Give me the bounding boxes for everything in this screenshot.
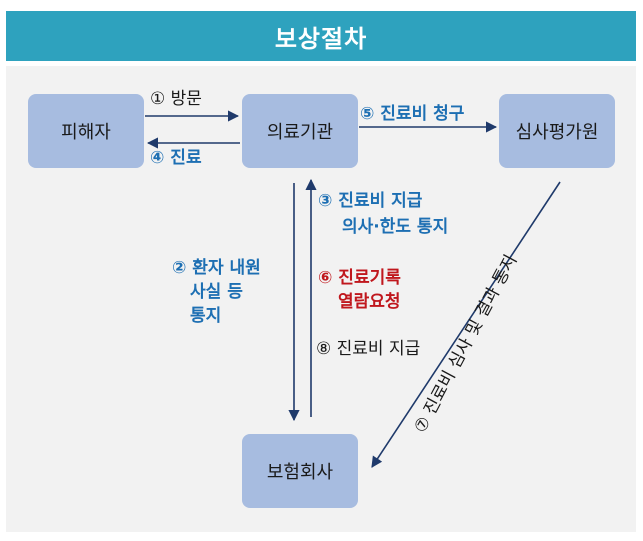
step2-label-line2: 사실 등 [190,282,243,302]
step2-label-line1: ② 환자 내원 [172,258,261,278]
node-victim-label: 피해자 [61,122,111,143]
node-insurer-label: 보험회사 [266,462,334,483]
step1-label: ① 방문 [150,89,202,109]
step8-label: ⑧ 진료비 지급 [316,339,421,359]
step2-label-line3: 통지 [190,306,222,326]
node-victim: 피해자 [28,94,144,168]
node-hospital-label: 의료기관 [266,122,334,143]
arrow-review-to-insurer [371,181,561,468]
node-review-agency-label: 심사평가원 [515,122,599,143]
page-title: 보상절차 [274,24,368,53]
node-review-agency: 심사평가원 [499,94,615,168]
step5-label: ⑤ 진료비 청구 [360,104,465,124]
step6-label-line1: ⑥ 진료기록 [318,268,401,288]
node-hospital: 의료기관 [242,94,358,168]
title-bar: 보상절차 [6,11,636,61]
node-insurer: 보험회사 [242,434,358,508]
step6-label-line2: 열람요청 [338,292,401,312]
step3-label-line1: ③ 진료비 지급 [318,191,423,211]
step4-label: ④ 진료 [150,148,202,168]
step3-label-line2: 의사·한도 통지 [342,217,449,237]
